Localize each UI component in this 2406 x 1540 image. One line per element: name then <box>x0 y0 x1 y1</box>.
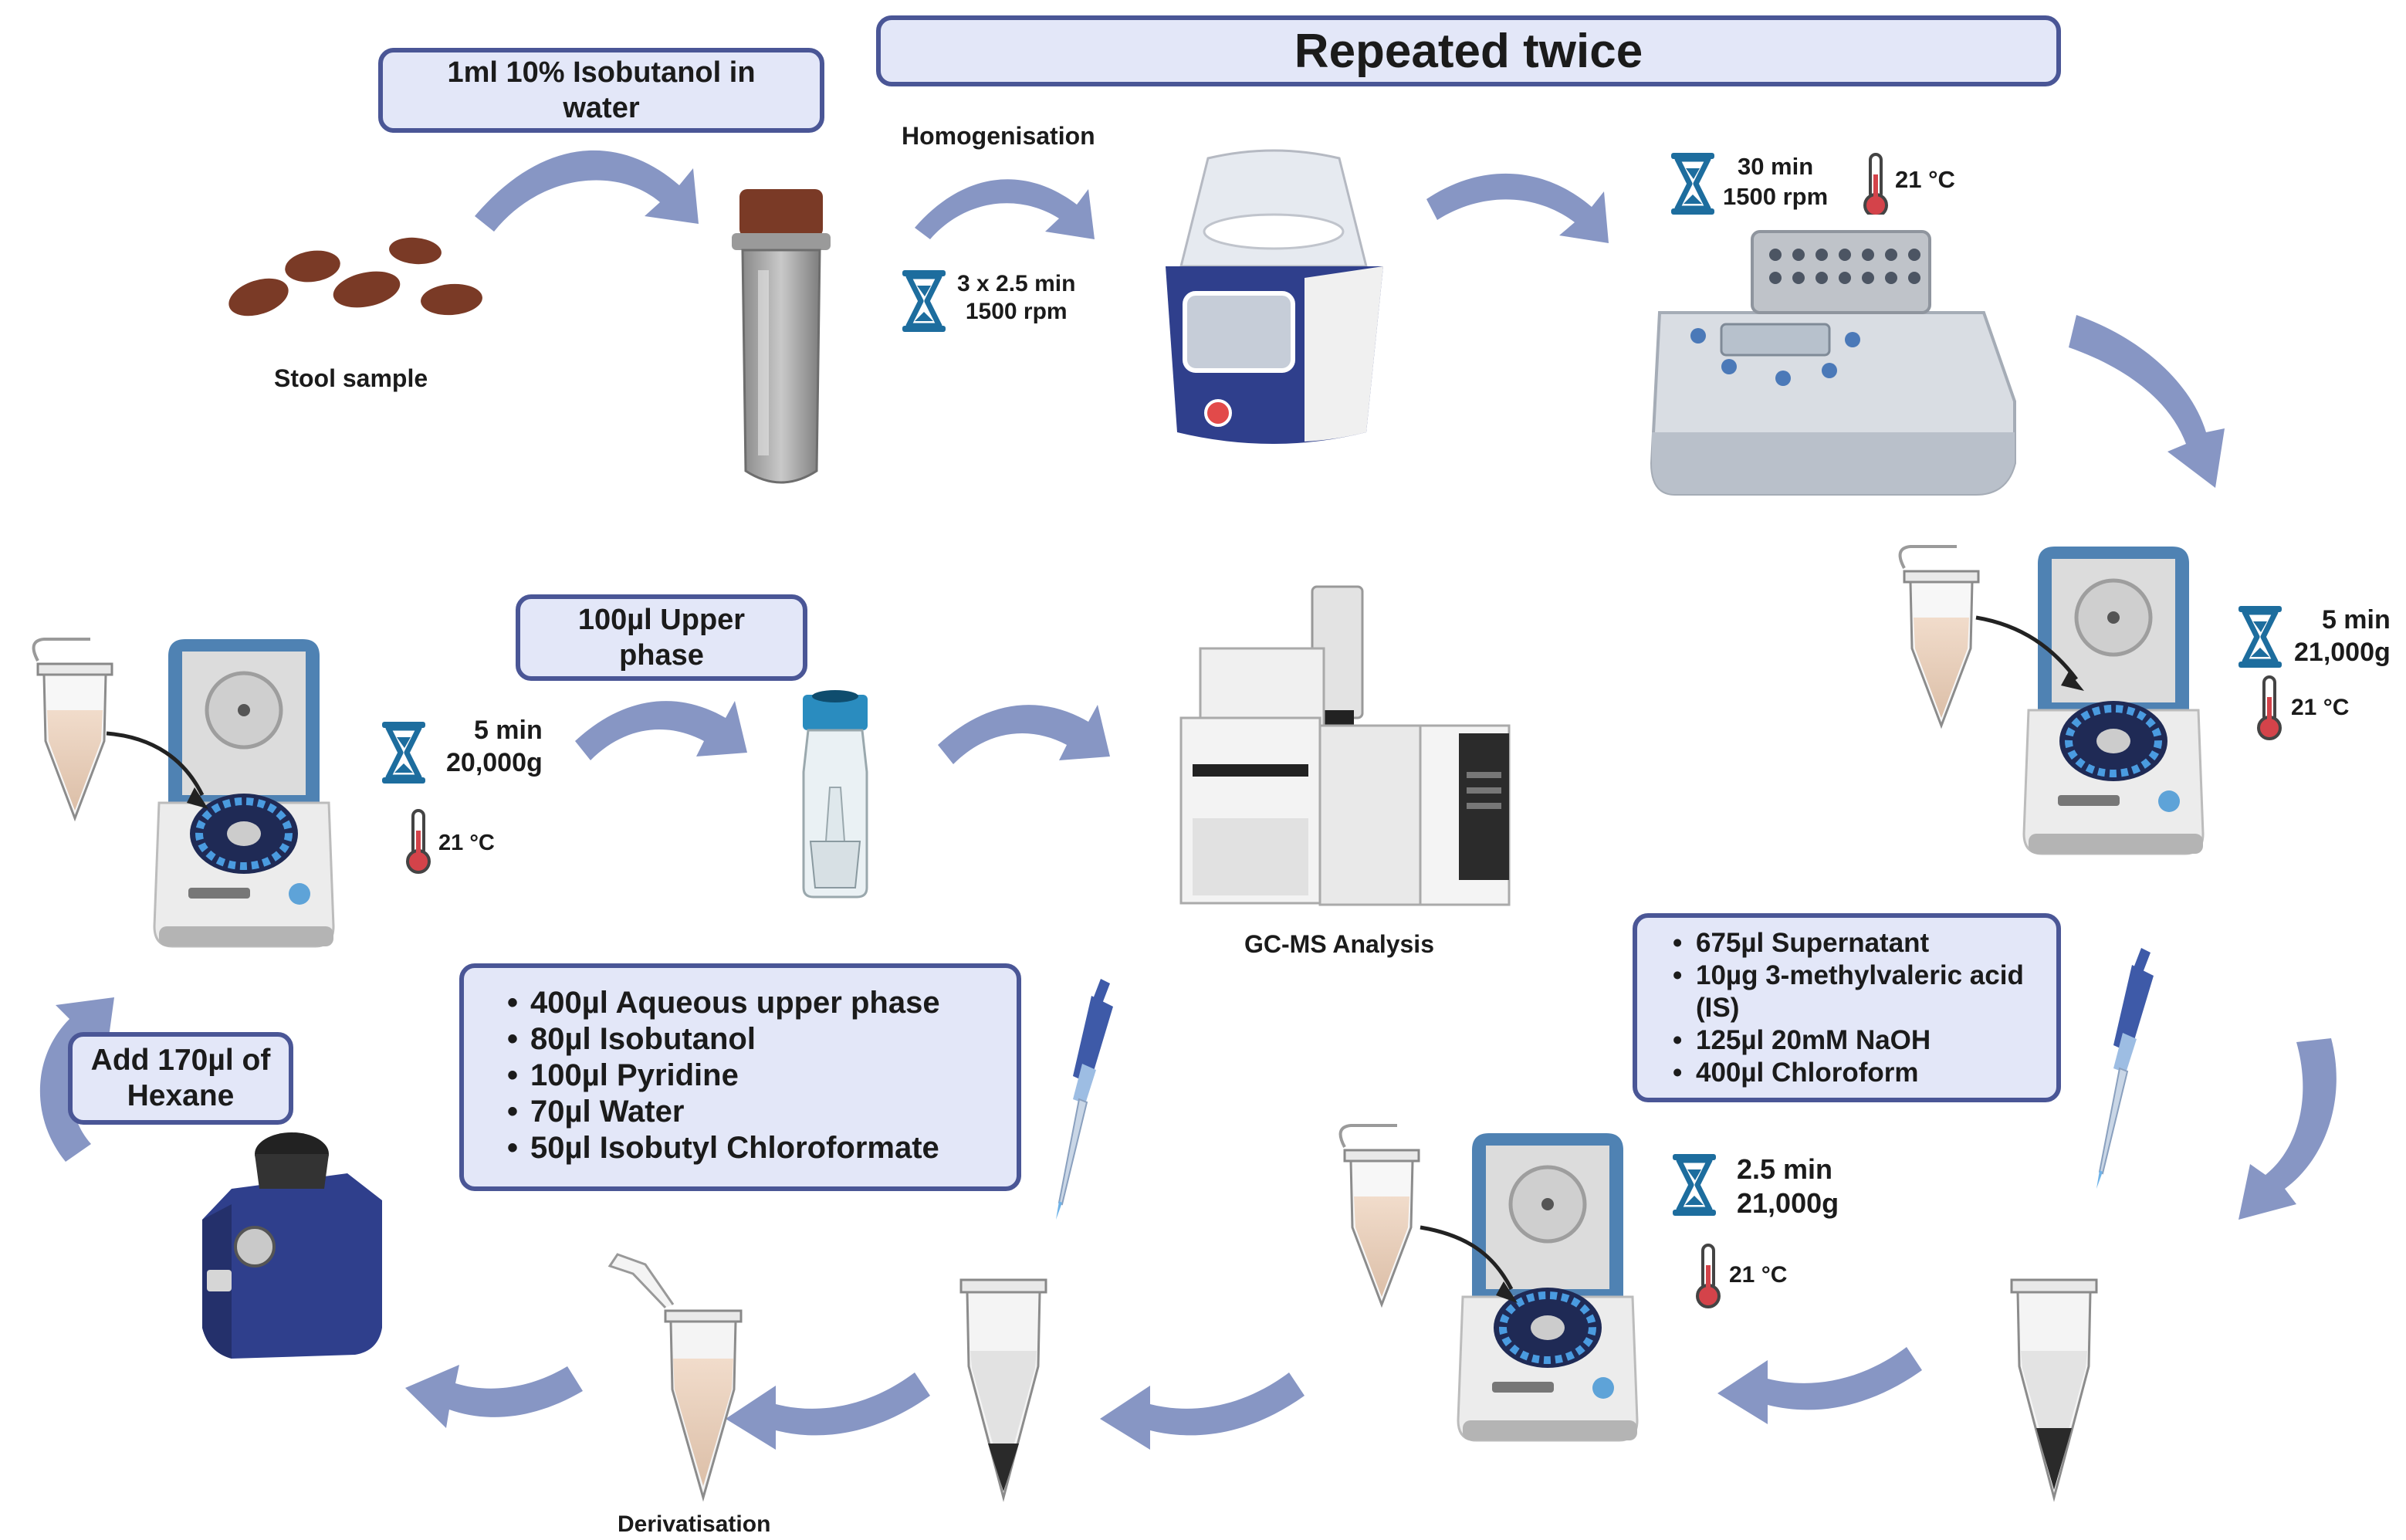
homogenise-speed: 1500 rpm <box>965 299 1068 324</box>
repeated-twice-banner: Repeated twice <box>876 15 2061 86</box>
stool-sample-label: Stool sample <box>274 364 428 392</box>
reagent-item: 100µl Pyridine <box>507 1058 1001 1094</box>
reagents-box-1: 675µl Supernatant 10µg 3-methylvaleric a… <box>1633 913 2061 1102</box>
shaker-time: 30 min <box>1737 153 1814 180</box>
arrow-12 <box>938 705 1110 764</box>
tube-chloroform-phase <box>2010 1278 2098 1502</box>
arrow-6 <box>1717 1347 1922 1424</box>
homogeniser-icon <box>1166 149 1383 444</box>
reagent-item: 400µl Chloroform <box>1673 1057 2041 1089</box>
spin3-time: 5 min <box>473 716 543 745</box>
gc-ms-instrument-icon <box>1179 585 1511 906</box>
reagents-box-2: 400µl Aqueous upper phase 80µl Isobutano… <box>459 963 1021 1191</box>
arrow-9 <box>405 1365 583 1428</box>
vortex-mixer-icon <box>202 1132 382 1359</box>
reagent-item: 80µl Isobutanol <box>507 1021 1001 1058</box>
reagent-item: 50µl Isobutyl Chloroformate <box>507 1130 1001 1166</box>
reagent-item: 70µl Water <box>507 1094 1001 1130</box>
hexane-box: Add 170µl of Hexane <box>68 1032 293 1125</box>
reagent-item: 125µl 20mM NaOH <box>1673 1024 2041 1057</box>
vial-icon <box>802 690 868 899</box>
thermometer-icon <box>1863 153 1888 215</box>
spin3-force: 20,000g <box>446 748 543 777</box>
reagents-list-2: 400µl Aqueous upper phase 80µl Isobutano… <box>504 985 1001 1166</box>
flow-arrows <box>39 150 2337 1450</box>
spin2-conditions: 2.5 min 21,000g <box>1737 1152 1839 1220</box>
reagents-list-1: 675µl Supernatant 10µg 3-methylvaleric a… <box>1670 927 2041 1089</box>
arrow-5 <box>2238 1038 2337 1220</box>
spin2-time: 2.5 min <box>1737 1153 1833 1185</box>
spin3-temp: 21 °C <box>438 831 495 855</box>
homogenisation-label: Homogenisation <box>902 122 1095 150</box>
arrow-11 <box>575 701 747 760</box>
diagram-title: Repeated twice <box>1294 24 1643 78</box>
homogenise-conditions: 3 x 2.5 min 1500 rpm <box>957 270 1075 326</box>
isobutanol-box: 1ml 10% Isobutanol in water <box>378 48 824 133</box>
reagent-item: 10µg 3-methylvaleric acid (IS) <box>1673 960 2041 1024</box>
arrow-7 <box>1100 1372 1305 1450</box>
reagent-item: 400µl Aqueous upper phase <box>507 985 1001 1021</box>
hexane-label: Add 170µl of Hexane <box>90 1044 271 1112</box>
upper-phase-box: 100µl Upper phase <box>516 594 807 681</box>
spin1-time: 5 min <box>2321 605 2391 635</box>
arrow-4 <box>2069 315 2225 488</box>
reagent-item: 675µl Supernatant <box>1673 927 2041 960</box>
spin2-temp: 21 °C <box>1729 1262 1788 1288</box>
spin3-conditions: 5 min 20,000g <box>446 714 543 779</box>
gcms-label: GC-MS Analysis <box>1244 930 1434 958</box>
spin1-force: 21,000g <box>2294 638 2391 667</box>
shaker-speed: 1500 rpm <box>1723 183 1829 210</box>
derivatisation-label: Derivatisation <box>618 1511 771 1537</box>
arrow-8 <box>726 1372 930 1450</box>
arrow-2 <box>915 179 1095 239</box>
spin1-conditions: 5 min 21,000g <box>2294 604 2391 668</box>
arrow-1 <box>475 150 699 232</box>
isobutanol-label: 1ml 10% Isobutanol in water <box>447 56 756 124</box>
shaker-conditions: 30 min 1500 rpm <box>1723 151 1828 212</box>
screw-cap-tube-icon <box>732 189 831 484</box>
stool-icon <box>228 237 482 316</box>
thermo-shaker-icon <box>1650 230 2016 496</box>
spin2-force: 21,000g <box>1737 1187 1839 1219</box>
arrow-3 <box>1426 173 1609 243</box>
hourglass-icon <box>897 266 951 336</box>
hourglass-icon <box>1666 149 1720 218</box>
homogenise-time: 3 x 2.5 min <box>957 271 1076 296</box>
shaker-temp: 21 °C <box>1895 166 1955 193</box>
spin1-temp: 21 °C <box>2291 695 2350 720</box>
derivatisation-tube <box>607 1253 743 1502</box>
upper-phase-label: 100µl Upper phase <box>577 604 746 672</box>
tube-aqueous-phase <box>959 1278 1047 1502</box>
